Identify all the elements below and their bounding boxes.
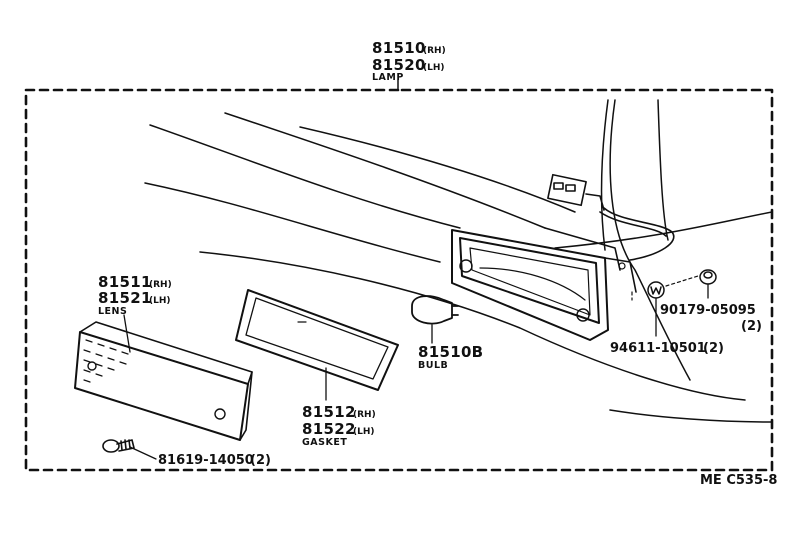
lamp-caption: LAMP [372, 72, 404, 83]
clip-qty: (2) [741, 319, 762, 334]
lens-rh-side: (RH) [149, 280, 172, 290]
lamp-rh-number: 81510 [372, 39, 426, 57]
nut-qty: (2) [703, 341, 724, 356]
clip-label: 90179-05095 (2) [660, 303, 762, 334]
lamp-lh-side: (LH) [423, 63, 445, 73]
nut-94611 [647, 281, 665, 299]
bulb-81510b [411, 295, 459, 325]
gasket-lh-number: 81522 [302, 420, 356, 438]
assembly-boundary [24, 88, 774, 472]
clip-number: 90179-05095 [660, 303, 756, 318]
screw-number: 81619-14050 [158, 453, 254, 468]
wire-connector [547, 173, 605, 211]
screw-qty: (2) [250, 453, 271, 468]
lamp-housing [451, 227, 637, 341]
lamp-rh-side: (RH) [423, 46, 446, 56]
gasket-81512 [235, 289, 399, 391]
gasket-rh-number: 81512 [302, 403, 356, 421]
lens-81511 [74, 321, 253, 441]
gasket-label: 81512 (RH) 81522 (LH) GASKET [302, 403, 376, 448]
reference-code: ME C535-8 [700, 473, 777, 488]
body-contour-lines [144, 99, 773, 423]
lens-rh-number: 81511 [98, 273, 152, 291]
screw-81619 [102, 439, 135, 453]
bulb-label: 81510B BULB [418, 343, 483, 371]
gasket-lh-side: (LH) [353, 427, 375, 437]
lens-label: 81511 (RH) 81521 (LH) LENS [98, 273, 172, 317]
screw-label: 81619-14050 (2) [158, 453, 271, 468]
gasket-caption: GASKET [302, 437, 347, 448]
lamp-label: 81510 (RH) 81520 (LH) LAMP [372, 39, 446, 83]
screw-leader [129, 446, 157, 460]
lamp-lh-number: 81520 [372, 56, 426, 74]
lens-lh-side: (LH) [149, 296, 171, 306]
wire-harness [603, 207, 675, 261]
nut-label: 94611-10501 (2) [610, 341, 724, 356]
clip-90179 [699, 269, 717, 285]
bulb-caption: BULB [418, 360, 448, 371]
lens-leader [123, 314, 131, 353]
lens-lh-number: 81521 [98, 289, 152, 307]
bulb-number: 81510B [418, 343, 483, 361]
lens-caption: LENS [98, 306, 127, 317]
gasket-rh-side: (RH) [353, 410, 376, 420]
nut-number: 94611-10501 [610, 341, 706, 356]
clip-dashed-line [631, 275, 699, 301]
